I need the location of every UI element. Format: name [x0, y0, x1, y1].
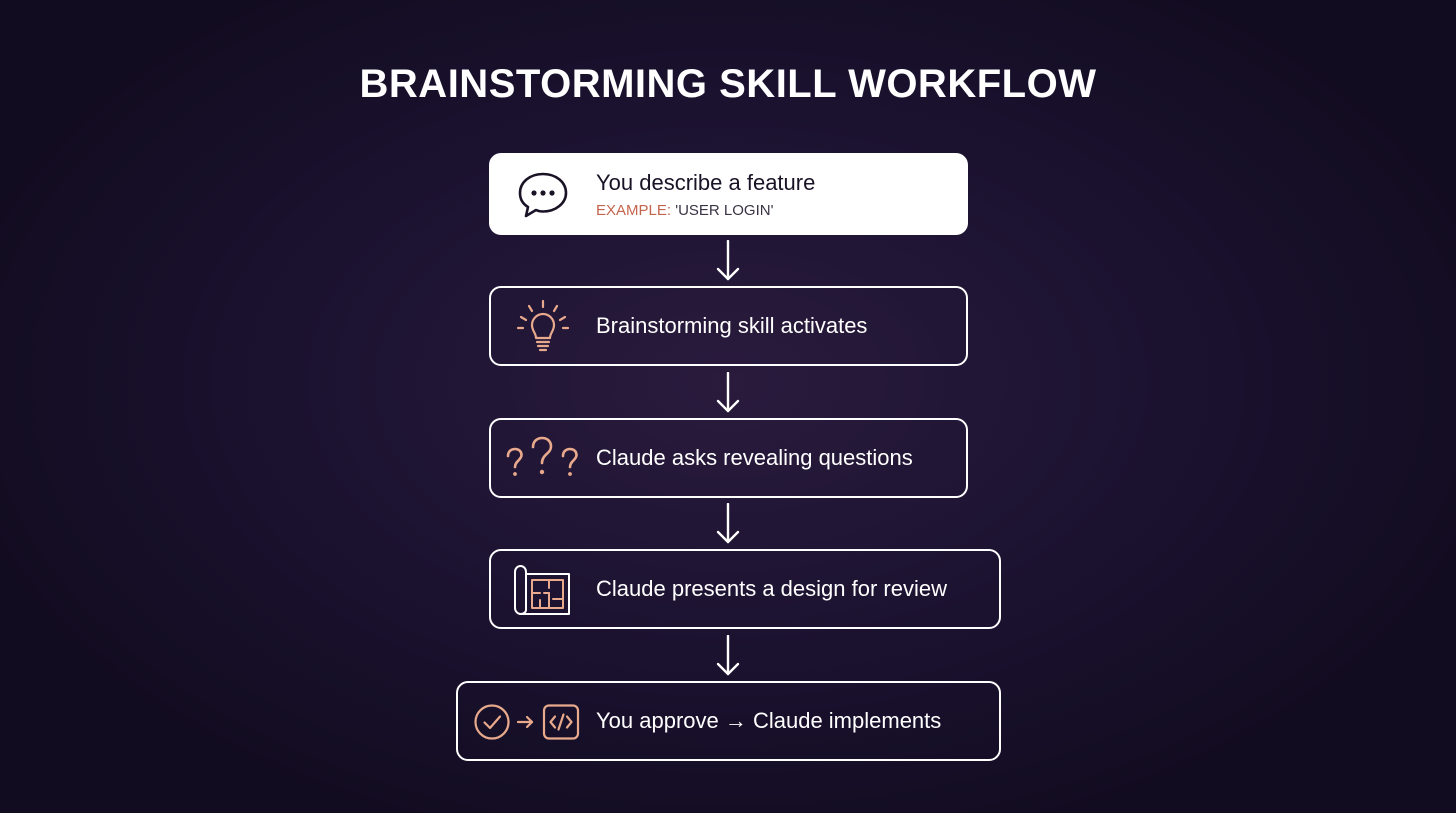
- arrow-down-icon: [716, 635, 740, 676]
- step-describe-feature: You describe a feature EXAMPLE: 'USER LO…: [489, 153, 968, 235]
- arrow-down-icon: [716, 372, 740, 413]
- example-text: EXAMPLE: 'USER LOGIN': [596, 201, 773, 221]
- speech-bubble-icon: [518, 172, 568, 218]
- step-skill-activates: Brainstorming skill activates: [489, 286, 968, 366]
- step-label: You approve → Claude implements: [596, 708, 942, 733]
- example-value: 'USER LOGIN': [675, 202, 774, 219]
- example-key: EXAMPLE:: [596, 202, 672, 219]
- step-asks-questions: Claude asks revealing questions: [489, 418, 968, 498]
- blueprint-icon: [514, 565, 570, 615]
- lightbulb-icon: [516, 299, 570, 352]
- question-marks-icon: [506, 436, 578, 476]
- step-label: Claude presents a design for review: [596, 576, 947, 601]
- diagram-title: BRAINSTORMING SKILL WORKFLOW: [359, 62, 1097, 106]
- step-label: Claude asks revealing questions: [596, 445, 913, 470]
- step-approve-implement: You approve → Claude implements: [456, 681, 1001, 761]
- step-label: You describe a feature: [596, 170, 816, 195]
- arrow-down-icon: [716, 503, 740, 544]
- step-presents-design: Claude presents a design for review: [489, 549, 1001, 629]
- check-to-code-icon: [474, 704, 580, 740]
- arrow-down-icon: [716, 240, 740, 281]
- step-label: Brainstorming skill activates: [596, 313, 868, 338]
